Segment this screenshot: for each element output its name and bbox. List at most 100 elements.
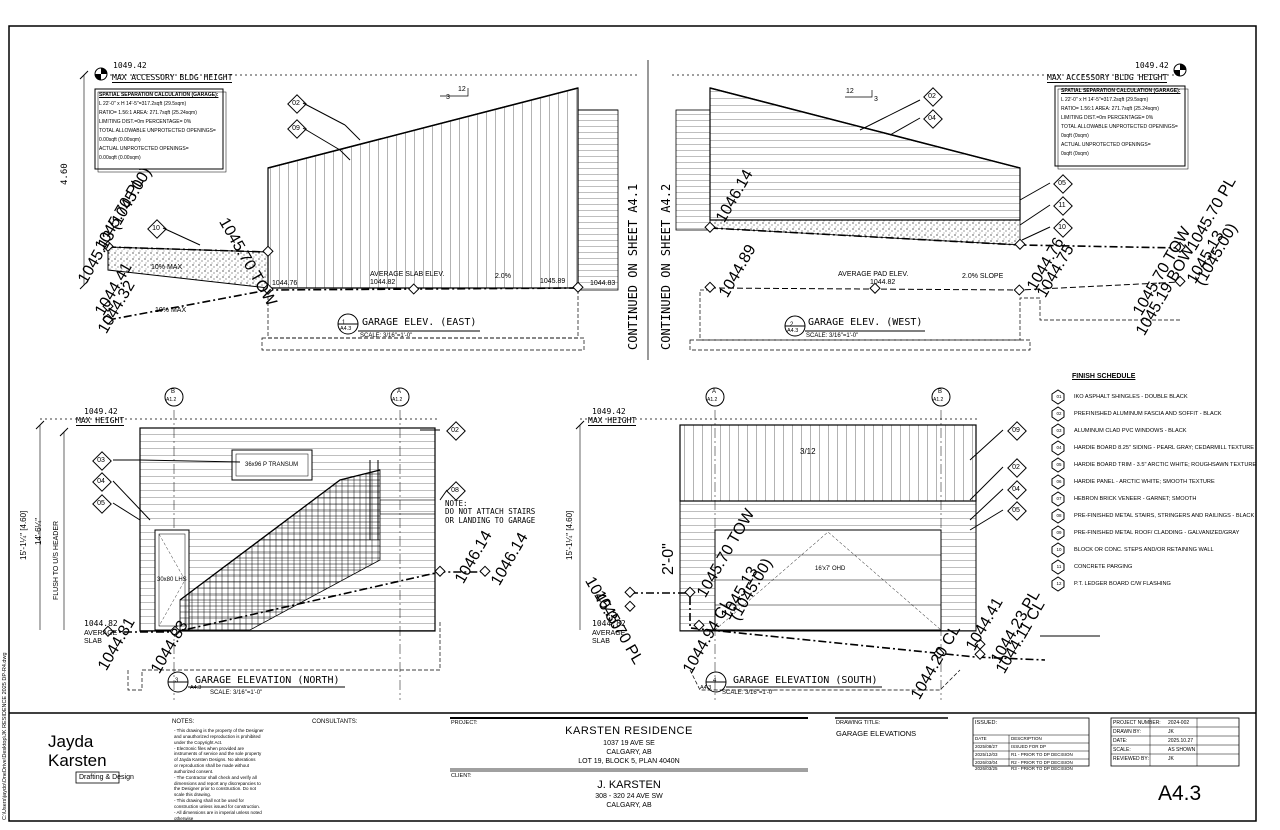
issued-date: 2025/12/03 [975, 752, 998, 757]
callout-number: 10 [1058, 224, 1066, 231]
slope-label: 2.0% SLOPE [962, 273, 1004, 280]
client-address: 308 - 320 24 AVE SW [595, 793, 663, 800]
project-address: CALGARY, AB [606, 749, 652, 756]
spatial-line: ACTUAL UNPROTECTED OPENINGS= [99, 146, 189, 152]
note-text: OR LANDING TO GARAGE [445, 516, 536, 525]
transom-label: 36x96 P TRANSUM [245, 462, 299, 468]
note-line: - This drawing shall not be used for [174, 798, 244, 804]
finish-number: 09 [1056, 530, 1062, 535]
finish-item: PRE-FINISHED METAL ROOF/ CLADDING - GALV… [1074, 530, 1240, 536]
spatial-line: 0.00sqft (0.00sqm) [99, 137, 141, 143]
grade-label: 2.0% [495, 273, 511, 280]
view-number: 4 [713, 678, 717, 684]
client-address: CALGARY, AB [606, 802, 652, 809]
finish-item: HEBRON BRICK VENEER - GARNET; SMOOTH [1074, 496, 1197, 502]
view-sheet-ref: A4.3 [700, 685, 712, 691]
view-title: GARAGE ELEV. (WEST) [808, 317, 923, 328]
view-sheet-ref: A4.3 [340, 326, 352, 332]
note-label: NOTE: [445, 499, 468, 508]
continued-note: CONTINUED ON SHEET A4.1 [626, 183, 640, 350]
finish-item: BLOCK OR CONC. STEPS AND/OR RETAINING WA… [1074, 547, 1214, 553]
issued-label: ISSUED: [975, 720, 998, 726]
callout-number: 03 [97, 457, 105, 464]
callout-number: 05 [97, 500, 105, 507]
callout-number: 02 [1012, 464, 1020, 471]
issued-date: 2025/08/27 [975, 744, 998, 749]
view-scale: SCALE: 3/16"=1'-0" [806, 333, 859, 339]
company-tagline: Drafting & Design [79, 774, 134, 781]
view-number: 2 [790, 322, 794, 328]
drawing-title: GARAGE ELEVATIONS [836, 729, 917, 738]
note-line: or reproduction shall be made without [174, 763, 250, 769]
note-line: dimensions and report any discrepancies … [174, 780, 261, 786]
view-scale: SCALE: 3/16"=1'-0" [210, 690, 263, 696]
callout-number: 02 [451, 427, 459, 434]
issued-col-header: DESCRIPTION [1011, 736, 1042, 741]
max-height-value: 1049.42 [1135, 61, 1169, 70]
spatial-line: TOTAL ALLOWABLE UNPROTECTED OPENINGS= [99, 128, 216, 134]
finish-number: 07 [1056, 496, 1062, 501]
spatial-line: 0.00sqft (0.00sqm) [99, 155, 141, 161]
height-dim: 14'-6¼" [34, 517, 43, 545]
issued-desc: ISSUED FOR DP [1011, 744, 1047, 749]
info-label: REVIEWED BY: [1113, 756, 1149, 762]
spatial-line: L 22'-0" x H 14'-5"=317.2sqft (29.5sqm) [99, 101, 187, 107]
file-path: C:\Users\jaydo\OneDrive\Desktop\JK RESID… [2, 652, 8, 820]
callout-number: 09 [1012, 427, 1020, 434]
grid-line-label: A [712, 389, 717, 395]
west-elevation [672, 63, 1189, 351]
max-height-label: MAX ACCESSORY BLDG HEIGHT [112, 73, 233, 83]
note-line: under the Copyright Act. [174, 739, 223, 745]
view-number: 1 [342, 320, 346, 326]
note-line: authorized consent. [174, 768, 214, 774]
project-name: KARSTEN RESIDENCE [565, 725, 693, 737]
garage-door-label: 16'x7' OHD [815, 566, 846, 572]
north-elevation [35, 387, 491, 700]
finish-number: 10 [1056, 547, 1062, 552]
note-line: - Electronic files when provided are [174, 745, 245, 751]
max-height-label: MAX HEIGHT [588, 416, 637, 426]
avg-slab-label: SLAB [84, 638, 102, 645]
drawing-title-label: DRAWING TITLE: [836, 720, 881, 726]
info-value: 2025.10.27 [1168, 738, 1194, 744]
spatial-line: LIMITING DIST.=0m PERCENTAGE= 0% [1061, 115, 1154, 121]
max-height-value: 1049.42 [113, 61, 147, 70]
spatial-line: 0sqft (0sqm) [1061, 151, 1089, 157]
finish-item: ALUMINUM CLAD PVC WINDOWS - BLACK [1074, 428, 1187, 434]
avg-slab-value: 1044.82 [370, 279, 396, 286]
client-label: CLIENT: [451, 773, 472, 779]
max-height-value: 1049.42 [592, 407, 626, 416]
callout-number: 10 [152, 225, 160, 232]
avg-slab-label: SLAB [592, 638, 610, 645]
finish-schedule-title: FINISH SCHEDULE [1072, 373, 1136, 380]
finish-item: PREFINISHED ALUMINUM FASCIA AND SOFFIT -… [1074, 411, 1222, 417]
spatial-separation-box-right: SPATIAL SEPARATION CALCULATION (GARAGE):… [1061, 89, 1185, 157]
finish-number: 02 [1056, 411, 1062, 416]
east-elevation [79, 67, 640, 351]
note-line: - All dimensions are in imperial unless … [174, 809, 262, 815]
spatial-title: SPATIAL SEPARATION CALCULATION (GARAGE): [99, 92, 219, 98]
finish-item: HARDIE BOARD TRIM - 3.5" ARCTIC WHITE; R… [1074, 462, 1257, 468]
spatial-line: LIMITING DIST.=0m PERCENTAGE= 0% [99, 119, 192, 125]
finish-item: PRE-FINISHED METAL STAIRS, STRINGERS AND… [1074, 513, 1255, 519]
spatial-line: ACTUAL UNPROTECTED OPENINGS= [1061, 142, 1151, 148]
view-sheet-ref: A4.3 [787, 328, 799, 334]
info-value: AS SHOWN [1168, 747, 1196, 753]
grid-line-label: A [397, 389, 402, 395]
avg-slab-label: AVERAGE [84, 630, 118, 637]
finish-number: 05 [1056, 462, 1062, 467]
max-height-label: MAX HEIGHT [76, 416, 125, 426]
slope-label: 10% MAX [151, 264, 183, 271]
finish-item: HARDIE BOARD 8.25" SIDING - PEARL GRAY; … [1074, 445, 1255, 451]
callout-number: 02 [292, 100, 300, 107]
avg-slab-value: 1044.82 [84, 619, 118, 628]
info-label: PROJECT NUMBER: [1113, 720, 1161, 726]
grid-line-label: B [938, 389, 943, 395]
finish-number: 06 [1056, 479, 1062, 484]
spatial-title: SPATIAL SEPARATION CALCULATION (GARAGE): [1061, 88, 1181, 94]
view-sheet-ref: A4.3 [190, 685, 202, 691]
pitch-run: 12 [846, 88, 854, 95]
finish-number: 04 [1056, 445, 1062, 450]
south-elevation [575, 387, 1100, 700]
issued-col-header: DATE [975, 736, 987, 741]
